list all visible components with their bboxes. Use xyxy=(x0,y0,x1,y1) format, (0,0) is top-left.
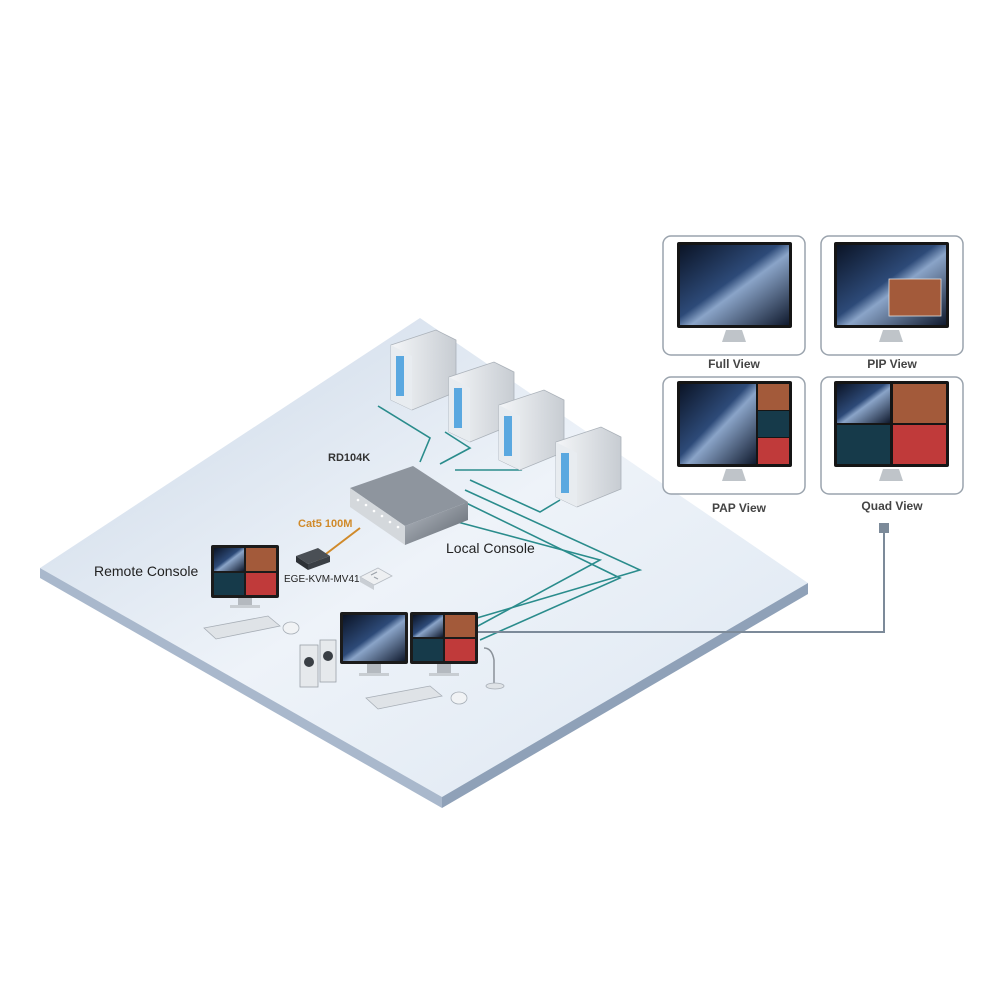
floor-platform xyxy=(40,318,808,808)
cable-console-b xyxy=(459,499,622,641)
server-3 xyxy=(498,389,565,471)
view-panel-full xyxy=(662,235,806,356)
server-2 xyxy=(448,361,515,443)
rd104k-label: RD104K xyxy=(328,452,370,464)
speakers xyxy=(299,639,337,688)
cable-console-a xyxy=(449,519,603,641)
cable-server-4 xyxy=(469,479,561,513)
microphone xyxy=(483,647,505,690)
server-1 xyxy=(390,329,457,411)
remote-keyboard xyxy=(203,615,281,640)
cable-server-2 xyxy=(439,431,472,465)
pip-view-label: PIP View xyxy=(867,357,917,371)
local-monitor-full xyxy=(340,612,408,676)
remote-console-label: Remote Console xyxy=(94,563,198,579)
local-mouse xyxy=(450,691,468,705)
remote-console-monitor xyxy=(211,545,279,608)
cable-console-c xyxy=(464,489,643,621)
pap-view-label: PAP View xyxy=(712,501,767,515)
view-link-connector xyxy=(879,523,889,533)
local-console-label: Local Console xyxy=(446,540,535,556)
rd104k-switch xyxy=(350,466,468,545)
extender-box xyxy=(296,548,330,570)
view-panel-pip xyxy=(820,235,964,356)
local-monitor-quad xyxy=(410,612,478,676)
quad-view-label: Quad View xyxy=(861,499,923,513)
remote-mouse xyxy=(282,621,300,635)
extender-label: EGE-KVM-MV41 xyxy=(284,574,360,585)
cable-server-1 xyxy=(377,405,432,463)
view-link-cable xyxy=(478,528,885,633)
usb-device-icon xyxy=(359,567,393,590)
view-panel-quad xyxy=(820,376,964,495)
view-panel-pap xyxy=(662,376,806,495)
local-keyboard xyxy=(365,685,443,710)
full-view-label: Full View xyxy=(708,357,760,371)
cat5-label: Cat5 100M xyxy=(298,518,352,530)
server-4 xyxy=(555,426,622,508)
